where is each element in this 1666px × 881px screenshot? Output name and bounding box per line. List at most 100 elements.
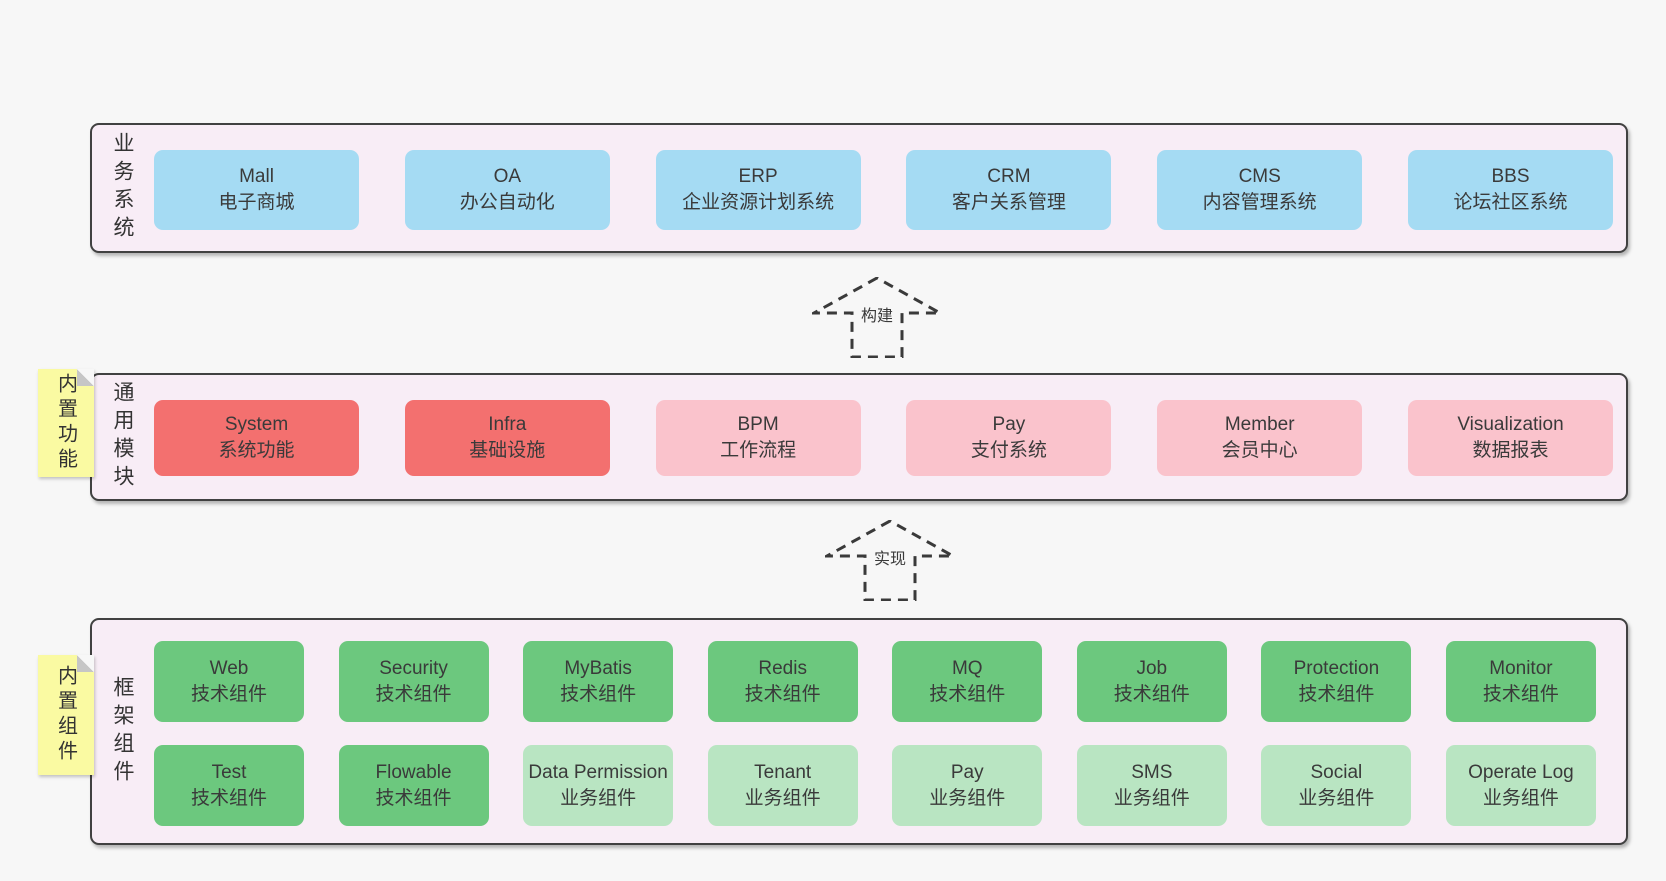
components-row-2: Test 技术组件 Flowable 技术组件 Data Permission … [154,745,1596,826]
box-social: Social 业务组件 [1261,745,1412,826]
box-title: OA [493,166,522,187]
box-protection: Protection 技术组件 [1261,641,1412,722]
note-fold-corner-icon [77,655,94,672]
box-subtitle: 业务组件 [1482,787,1559,809]
arrow-implement: 实现 [825,520,955,601]
box-infra: Infra 基础设施 [404,400,610,476]
up-arrow-dashed-icon [812,277,942,358]
box-title: Protection [1293,657,1380,679]
section-common-modules: 通用模块 System 系统功能 Infra 基础设施 BPM 工作流程 Pay… [90,373,1628,501]
box-mall: Mall 电子商城 [154,150,359,230]
note-label: 内置功能 [54,373,77,473]
box-title: Member [1224,414,1295,435]
box-subtitle: 技术组件 [744,683,821,705]
sticky-note-built-in-features: 内置功能 [38,369,94,477]
box-title: MQ [951,657,983,679]
box-subtitle: 客户关系管理 [951,192,1066,213]
box-subtitle: 企业资源计划系统 [682,192,835,213]
box-title: SMS [1131,761,1173,783]
business-boxes-row: Mall 电子商城 OA 办公自动化 ERP 企业资源计划系统 CRM 客户关系… [154,150,1613,230]
box-test: Test 技术组件 [154,745,304,826]
box-subtitle: 系统功能 [218,440,295,461]
box-subtitle: 技术组件 [560,683,637,705]
box-title: System [224,414,289,435]
box-subtitle: 业务组件 [1113,787,1190,809]
box-title: Redis [758,657,807,679]
box-title: MyBatis [564,657,632,679]
box-bpm: BPM 工作流程 [655,400,861,476]
box-crm: CRM 客户关系管理 [906,150,1112,230]
box-subtitle: 技术组件 [375,683,452,705]
box-visualization: Visualization 数据报表 [1407,400,1613,476]
box-operate-log: Operate Log 业务组件 [1445,745,1596,826]
box-subtitle: 技术组件 [190,683,267,705]
box-subtitle: 数据报表 [1472,440,1549,461]
box-subtitle: 工作流程 [720,440,797,461]
box-tenant: Tenant 业务组件 [707,745,858,826]
box-subtitle: 业务组件 [744,787,821,809]
box-bbs: BBS 论坛社区系统 [1407,150,1613,230]
box-subtitle: 办公自动化 [459,192,555,213]
box-oa: OA 办公自动化 [404,150,610,230]
sticky-note-built-in-components: 内置组件 [38,655,94,775]
note-label: 内置组件 [54,665,77,765]
box-security: Security 技术组件 [338,641,489,722]
box-subtitle: 基础设施 [469,440,546,461]
section-label-modules: 通用模块 [111,381,134,493]
box-mybatis: MyBatis 技术组件 [523,641,674,722]
box-sms: SMS 业务组件 [1076,745,1227,826]
box-title: BPM [737,414,779,435]
box-title: CRM [987,166,1031,187]
box-title: Job [1136,657,1168,679]
box-title: Operate Log [1468,761,1574,783]
box-subtitle: 电子商城 [218,192,295,213]
box-subtitle: 会员中心 [1221,440,1298,461]
box-job: Job 技术组件 [1076,641,1227,722]
box-subtitle: 业务组件 [1298,787,1375,809]
box-monitor: Monitor 技术组件 [1445,641,1596,722]
arrow-build-label: 构建 [857,301,897,327]
box-title: Data Permission [528,761,668,783]
arrow-build: 构建 [812,277,942,358]
box-title: Web [209,657,249,679]
box-subtitle: 业务组件 [929,787,1006,809]
box-subtitle: 技术组件 [1482,683,1559,705]
box-subtitle: 技术组件 [190,787,267,809]
box-title: Tenant [754,761,812,783]
box-data-permission: Data Permission 业务组件 [523,745,674,826]
arrow-implement-label: 实现 [870,544,910,570]
box-subtitle: 技术组件 [929,683,1006,705]
box-cms: CMS 内容管理系统 [1157,150,1363,230]
section-label-components: 框架组件 [111,675,134,788]
box-subtitle: 论坛社区系统 [1453,192,1568,213]
section-label-business: 业务系统 [111,132,134,244]
box-web: Web 技术组件 [154,641,304,722]
box-title: CMS [1238,166,1281,187]
box-flowable: Flowable 技术组件 [338,745,489,826]
box-title: Pay [950,761,984,783]
box-title: Test [211,761,247,783]
box-subtitle: 技术组件 [375,787,452,809]
box-title: Social [1310,761,1363,783]
section-framework-components: 框架组件 Web 技术组件 Security 技术组件 MyBatis 技术组件… [90,618,1628,845]
box-title: Pay [992,414,1026,435]
box-subtitle: 技术组件 [1298,683,1375,705]
up-arrow-dashed-icon [825,520,955,601]
box-member: Member 会员中心 [1157,400,1363,476]
box-title: Flowable [375,761,452,783]
box-title: Visualization [1457,414,1564,435]
box-subtitle: 技术组件 [1113,683,1190,705]
modules-boxes-row: System 系统功能 Infra 基础设施 BPM 工作流程 Pay 支付系统… [154,400,1613,476]
box-title: Security [379,657,448,679]
box-erp: ERP 企业资源计划系统 [655,150,861,230]
box-title: ERP [738,166,778,187]
box-title: BBS [1491,166,1530,187]
box-redis: Redis 技术组件 [707,641,858,722]
box-system: System 系统功能 [154,400,359,476]
box-subtitle: 业务组件 [560,787,637,809]
box-mq: MQ 技术组件 [892,641,1043,722]
section-business-systems: 业务系统 Mall 电子商城 OA 办公自动化 ERP 企业资源计划系统 CRM… [90,123,1628,253]
note-fold-corner-icon [77,369,94,386]
box-title: Mall [239,166,274,187]
